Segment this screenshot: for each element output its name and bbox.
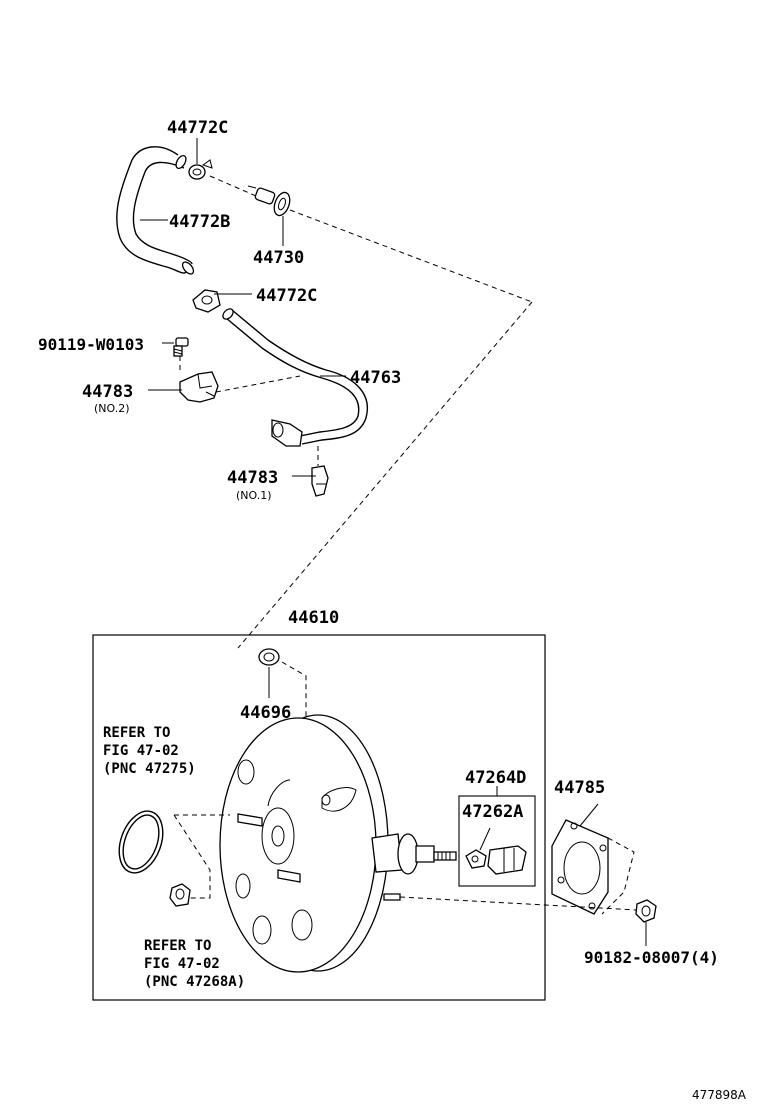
label-90119-w0103: 90119-W0103 [38,335,144,354]
label-44783-no1: 44783 [227,468,278,488]
refer-2-line3: (PNC 47268A) [144,974,245,990]
refer-1-line3: (PNC 47275) [103,761,196,777]
hose-bracket-no1-44783 [311,465,329,497]
label-44785: 44785 [554,778,605,798]
nut-90182-08007 [399,896,657,946]
label-44783-no2-sub: (NO.2) [94,402,130,415]
refer-1-line2: FIG 47-02 [103,743,179,759]
label-44772c-top: 44772C [167,118,228,138]
vacuum-pipe-44763 [222,308,368,447]
leader-lines-upper [140,138,533,649]
label-44610: 44610 [288,608,339,628]
booster-assembly-frame [92,634,546,1001]
label-44772c-mid: 44772C [256,286,317,306]
hose-clamp-top-44772c [188,159,213,180]
o-ring-pnc-47275 [118,810,230,899]
label-47262a: 47262A [462,802,523,822]
label-44696: 44696 [240,703,291,723]
label-44783-no1-sub: (NO.1) [236,489,272,502]
bolt-90119-w0103 [173,337,189,357]
figure-code: 477898A [692,1088,747,1102]
gasket-44785 [551,803,635,915]
hose-bracket-no2-44783 [179,371,219,403]
refer-2-line1: REFER TO [144,938,211,954]
grommet-44696 [258,648,319,801]
refer-1-line1: REFER TO [103,725,170,741]
clevis-47262a [465,827,527,875]
hose-clamp-mid-44772c [192,289,221,313]
label-44783-no2: 44783 [82,382,133,402]
label-44763: 44763 [350,368,401,388]
label-47264d: 47264D [465,768,526,788]
label-44730: 44730 [253,248,304,268]
refer-2-line2: FIG 47-02 [144,956,220,972]
check-valve-44730 [247,185,291,217]
brake-booster-44610 [219,714,457,973]
vacuum-hose-44772b [116,146,195,275]
label-90182-08007: 90182-08007(4) [584,948,719,967]
nut-pnc-47268a [169,883,191,907]
label-44772b: 44772B [169,212,230,232]
